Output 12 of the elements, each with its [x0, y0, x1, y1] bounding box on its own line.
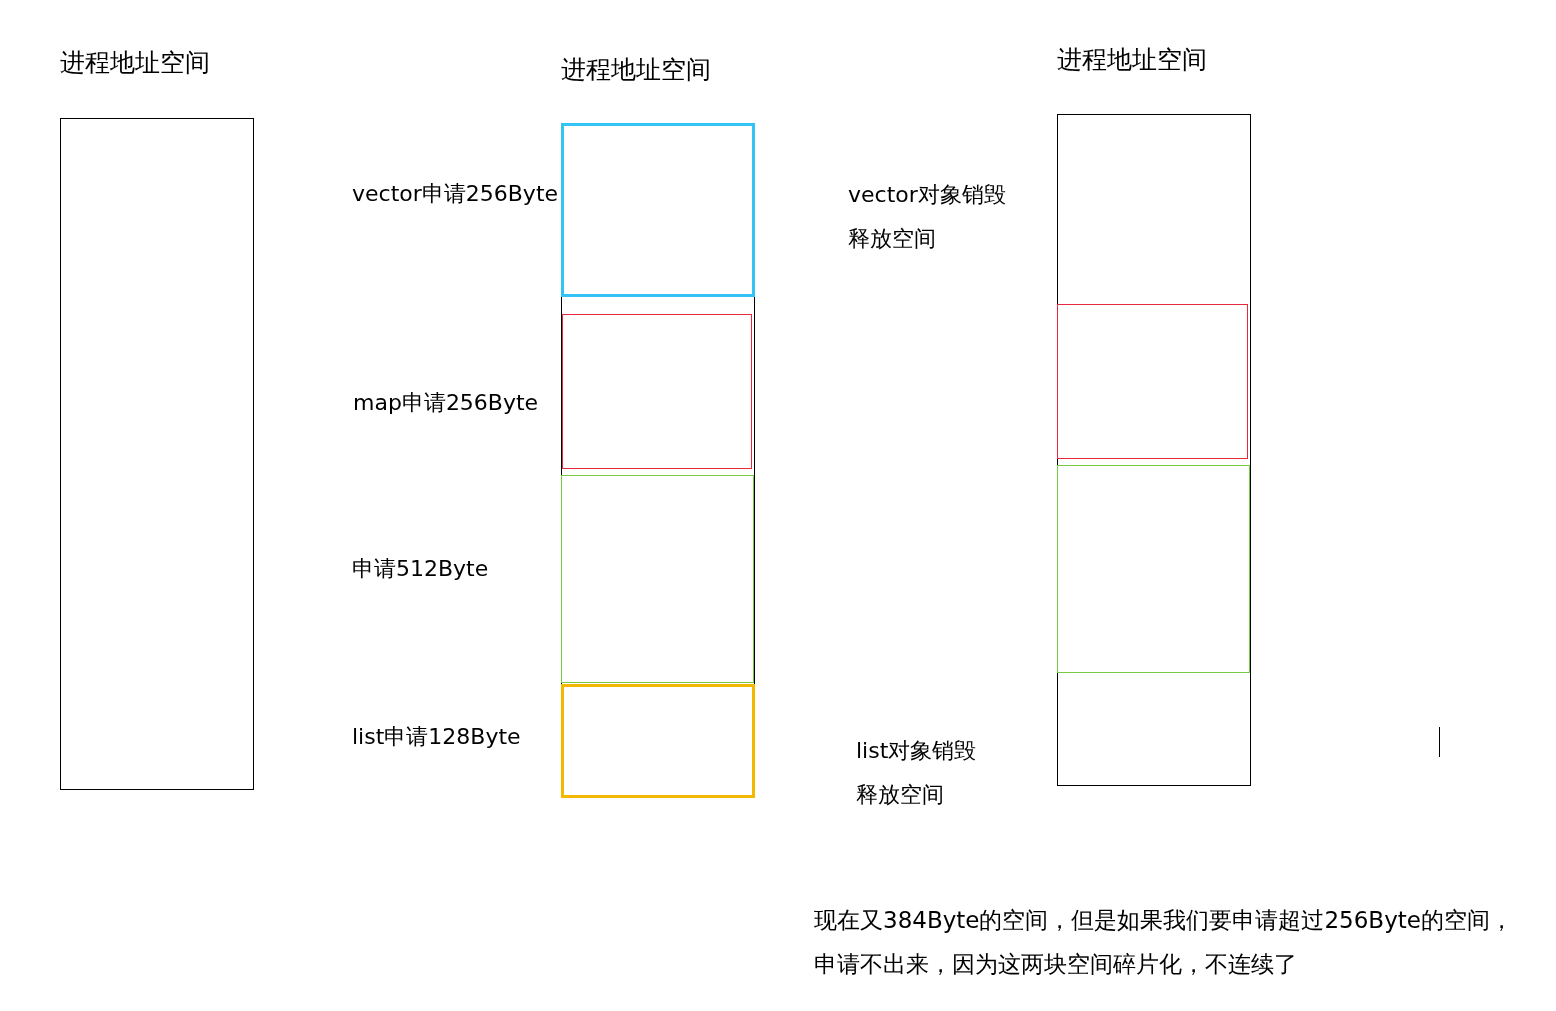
block-label: 申请512Byte: [352, 555, 489, 583]
block-label: list申请128Byte: [352, 723, 521, 751]
column-heading: 进程地址空间: [561, 54, 711, 86]
note-text: 释放空间: [848, 225, 936, 253]
note-text: 现在又384Byte的空间，但是如果我们要申请超过256Byte的空间，申请不出来，因为这两块空间碎片化，不连续了: [814, 906, 1514, 979]
block-label: map申请256Byte: [353, 389, 539, 417]
column-heading: 进程地址空间: [1057, 44, 1207, 76]
column-heading: 进程地址空间: [60, 47, 210, 79]
block-label: vector申请256Byte: [352, 180, 559, 208]
note-text: 释放空间: [856, 781, 944, 809]
note-text: vector对象销毁: [848, 181, 1006, 209]
note-text: list对象销毁: [856, 737, 977, 765]
